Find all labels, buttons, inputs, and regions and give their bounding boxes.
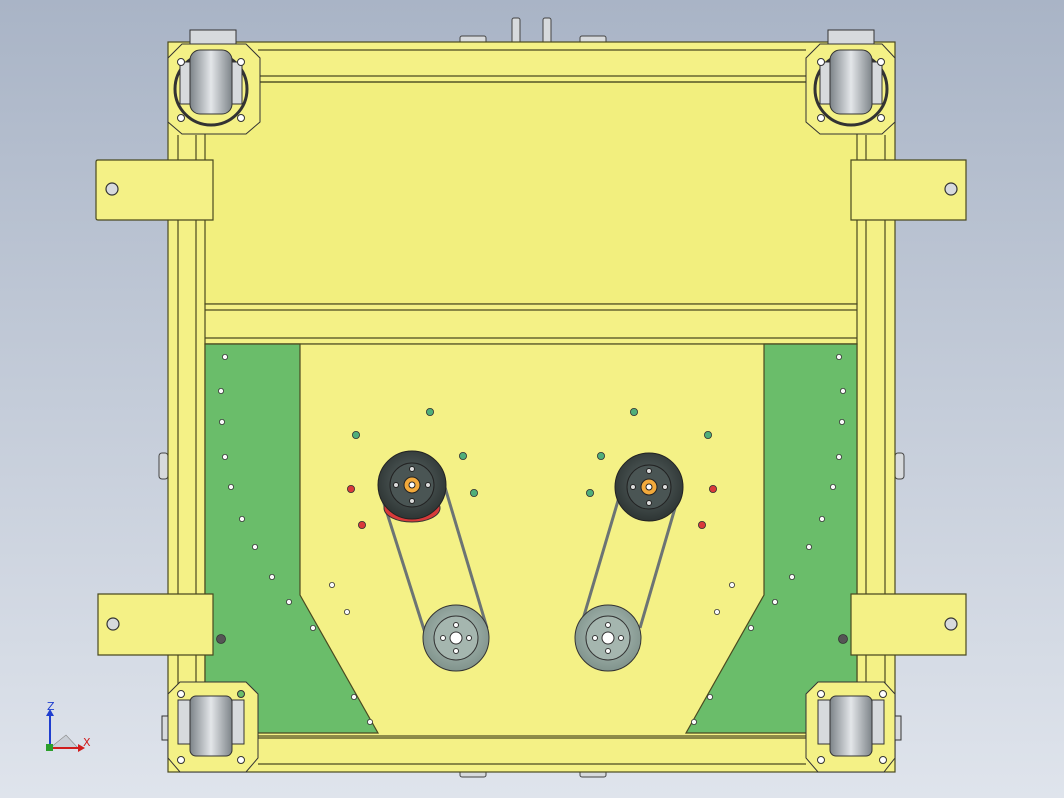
panel-hole — [830, 483, 837, 490]
panel-hole — [839, 418, 846, 425]
caster-top-left-icon — [167, 29, 261, 135]
mount-bolt — [458, 451, 467, 460]
green-panel-right — [684, 343, 858, 734]
bracket-lower-right-icon — [850, 593, 967, 656]
driven-pulley-right-icon — [574, 604, 642, 672]
drive-pulley-right-icon — [614, 452, 684, 522]
panel-hole — [366, 719, 373, 726]
panel-hole — [216, 634, 226, 644]
panel-hole — [268, 574, 275, 581]
bracket-lower-left-icon — [97, 593, 214, 656]
base-plate — [204, 343, 858, 737]
panel-hole — [343, 609, 350, 616]
mount-bolt — [425, 407, 434, 416]
panel-hole — [221, 453, 228, 460]
bolt-ring-icon — [346, 407, 718, 530]
mount-bolt — [346, 484, 355, 493]
mount-bolt — [630, 407, 639, 416]
panel-hole — [729, 582, 736, 589]
panel-hole — [218, 418, 225, 425]
panel-hole — [748, 625, 755, 632]
drive-pulley-left-icon — [377, 450, 447, 520]
mount-bolt — [597, 451, 606, 460]
panel-holes-icon — [216, 353, 848, 726]
caster-top-right-icon — [805, 29, 896, 135]
caster-bottom-right-icon — [805, 681, 902, 773]
mount-bolt — [357, 521, 366, 530]
side-knobs-icon — [158, 452, 905, 480]
panel-hole — [328, 582, 335, 589]
belt-left-icon — [379, 483, 489, 637]
mount-bolt — [698, 521, 707, 530]
panel-hole — [350, 694, 357, 701]
mount-bolt — [709, 484, 718, 493]
coordinate-triad-icon: Z X — [46, 700, 91, 752]
mount-bolt — [469, 488, 478, 497]
panel-hole — [772, 599, 779, 606]
panel-hole — [285, 599, 292, 606]
mount-bolt — [586, 488, 595, 497]
bracket-upper-right-icon — [850, 159, 967, 221]
panel-hole — [836, 453, 843, 460]
mount-bolt — [704, 430, 713, 439]
panel-hole — [836, 353, 843, 360]
panel-hole — [707, 694, 714, 701]
panel-hole — [838, 634, 848, 644]
triad-z-label: Z — [47, 700, 55, 713]
panel-hole — [227, 483, 234, 490]
panel-hole — [221, 353, 228, 360]
caster-bottom-left-icon — [161, 681, 259, 773]
panel-hole — [840, 387, 847, 394]
mount-bolt — [351, 430, 360, 439]
panel-hole — [714, 609, 721, 616]
panel-hole — [217, 387, 224, 394]
green-panel-left — [204, 343, 380, 734]
panel-hole — [691, 719, 698, 726]
panel-hole — [806, 544, 813, 551]
driven-pulley-left-icon — [422, 604, 490, 672]
panel-hole — [819, 516, 826, 523]
panel-hole — [789, 574, 796, 581]
panel-hole — [238, 516, 245, 523]
triad-x-label: X — [83, 736, 91, 749]
bracket-upper-left-icon — [95, 159, 214, 221]
panel-hole — [251, 544, 258, 551]
panel-hole — [309, 625, 316, 632]
